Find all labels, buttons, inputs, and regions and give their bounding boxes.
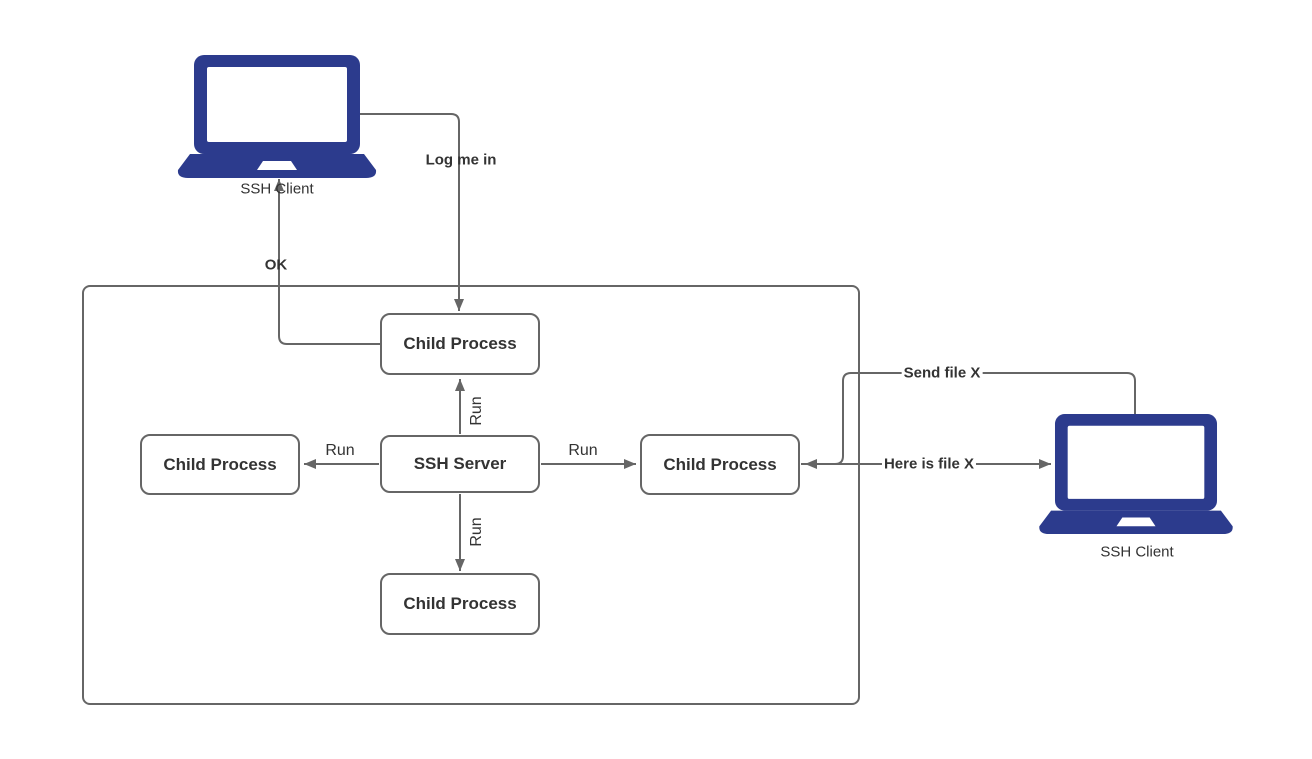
label-here-is-file-x: Here is file X	[881, 455, 977, 473]
edge-ok	[274, 179, 380, 345]
node-child-process-top: Child Process	[380, 313, 540, 375]
node-child-process-bottom: Child Process	[380, 573, 540, 635]
label-log-me-in: Log me in	[425, 151, 497, 169]
label-run-up: Run	[468, 396, 485, 426]
label-run-down: Run	[468, 517, 485, 547]
node-ssh-server: SSH Server	[380, 435, 540, 493]
node-child-process-left: Child Process	[140, 434, 300, 495]
node-child-process-right: Child Process	[640, 434, 800, 495]
label-ssh-client-left: SSH Client	[240, 180, 314, 198]
laptop-icon	[177, 55, 377, 178]
server-host-boundary	[82, 285, 860, 705]
edge-send-file-x	[805, 372, 1136, 469]
label-run-right: Run	[568, 442, 598, 459]
laptop-icon	[1039, 414, 1233, 535]
label-ok: OK	[264, 256, 288, 274]
edge-log-me-in	[360, 113, 464, 311]
label-run-left: Run	[325, 442, 355, 459]
label-send-file-x: Send file X	[901, 364, 983, 382]
label-ssh-client-right: SSH Client	[1100, 543, 1174, 561]
